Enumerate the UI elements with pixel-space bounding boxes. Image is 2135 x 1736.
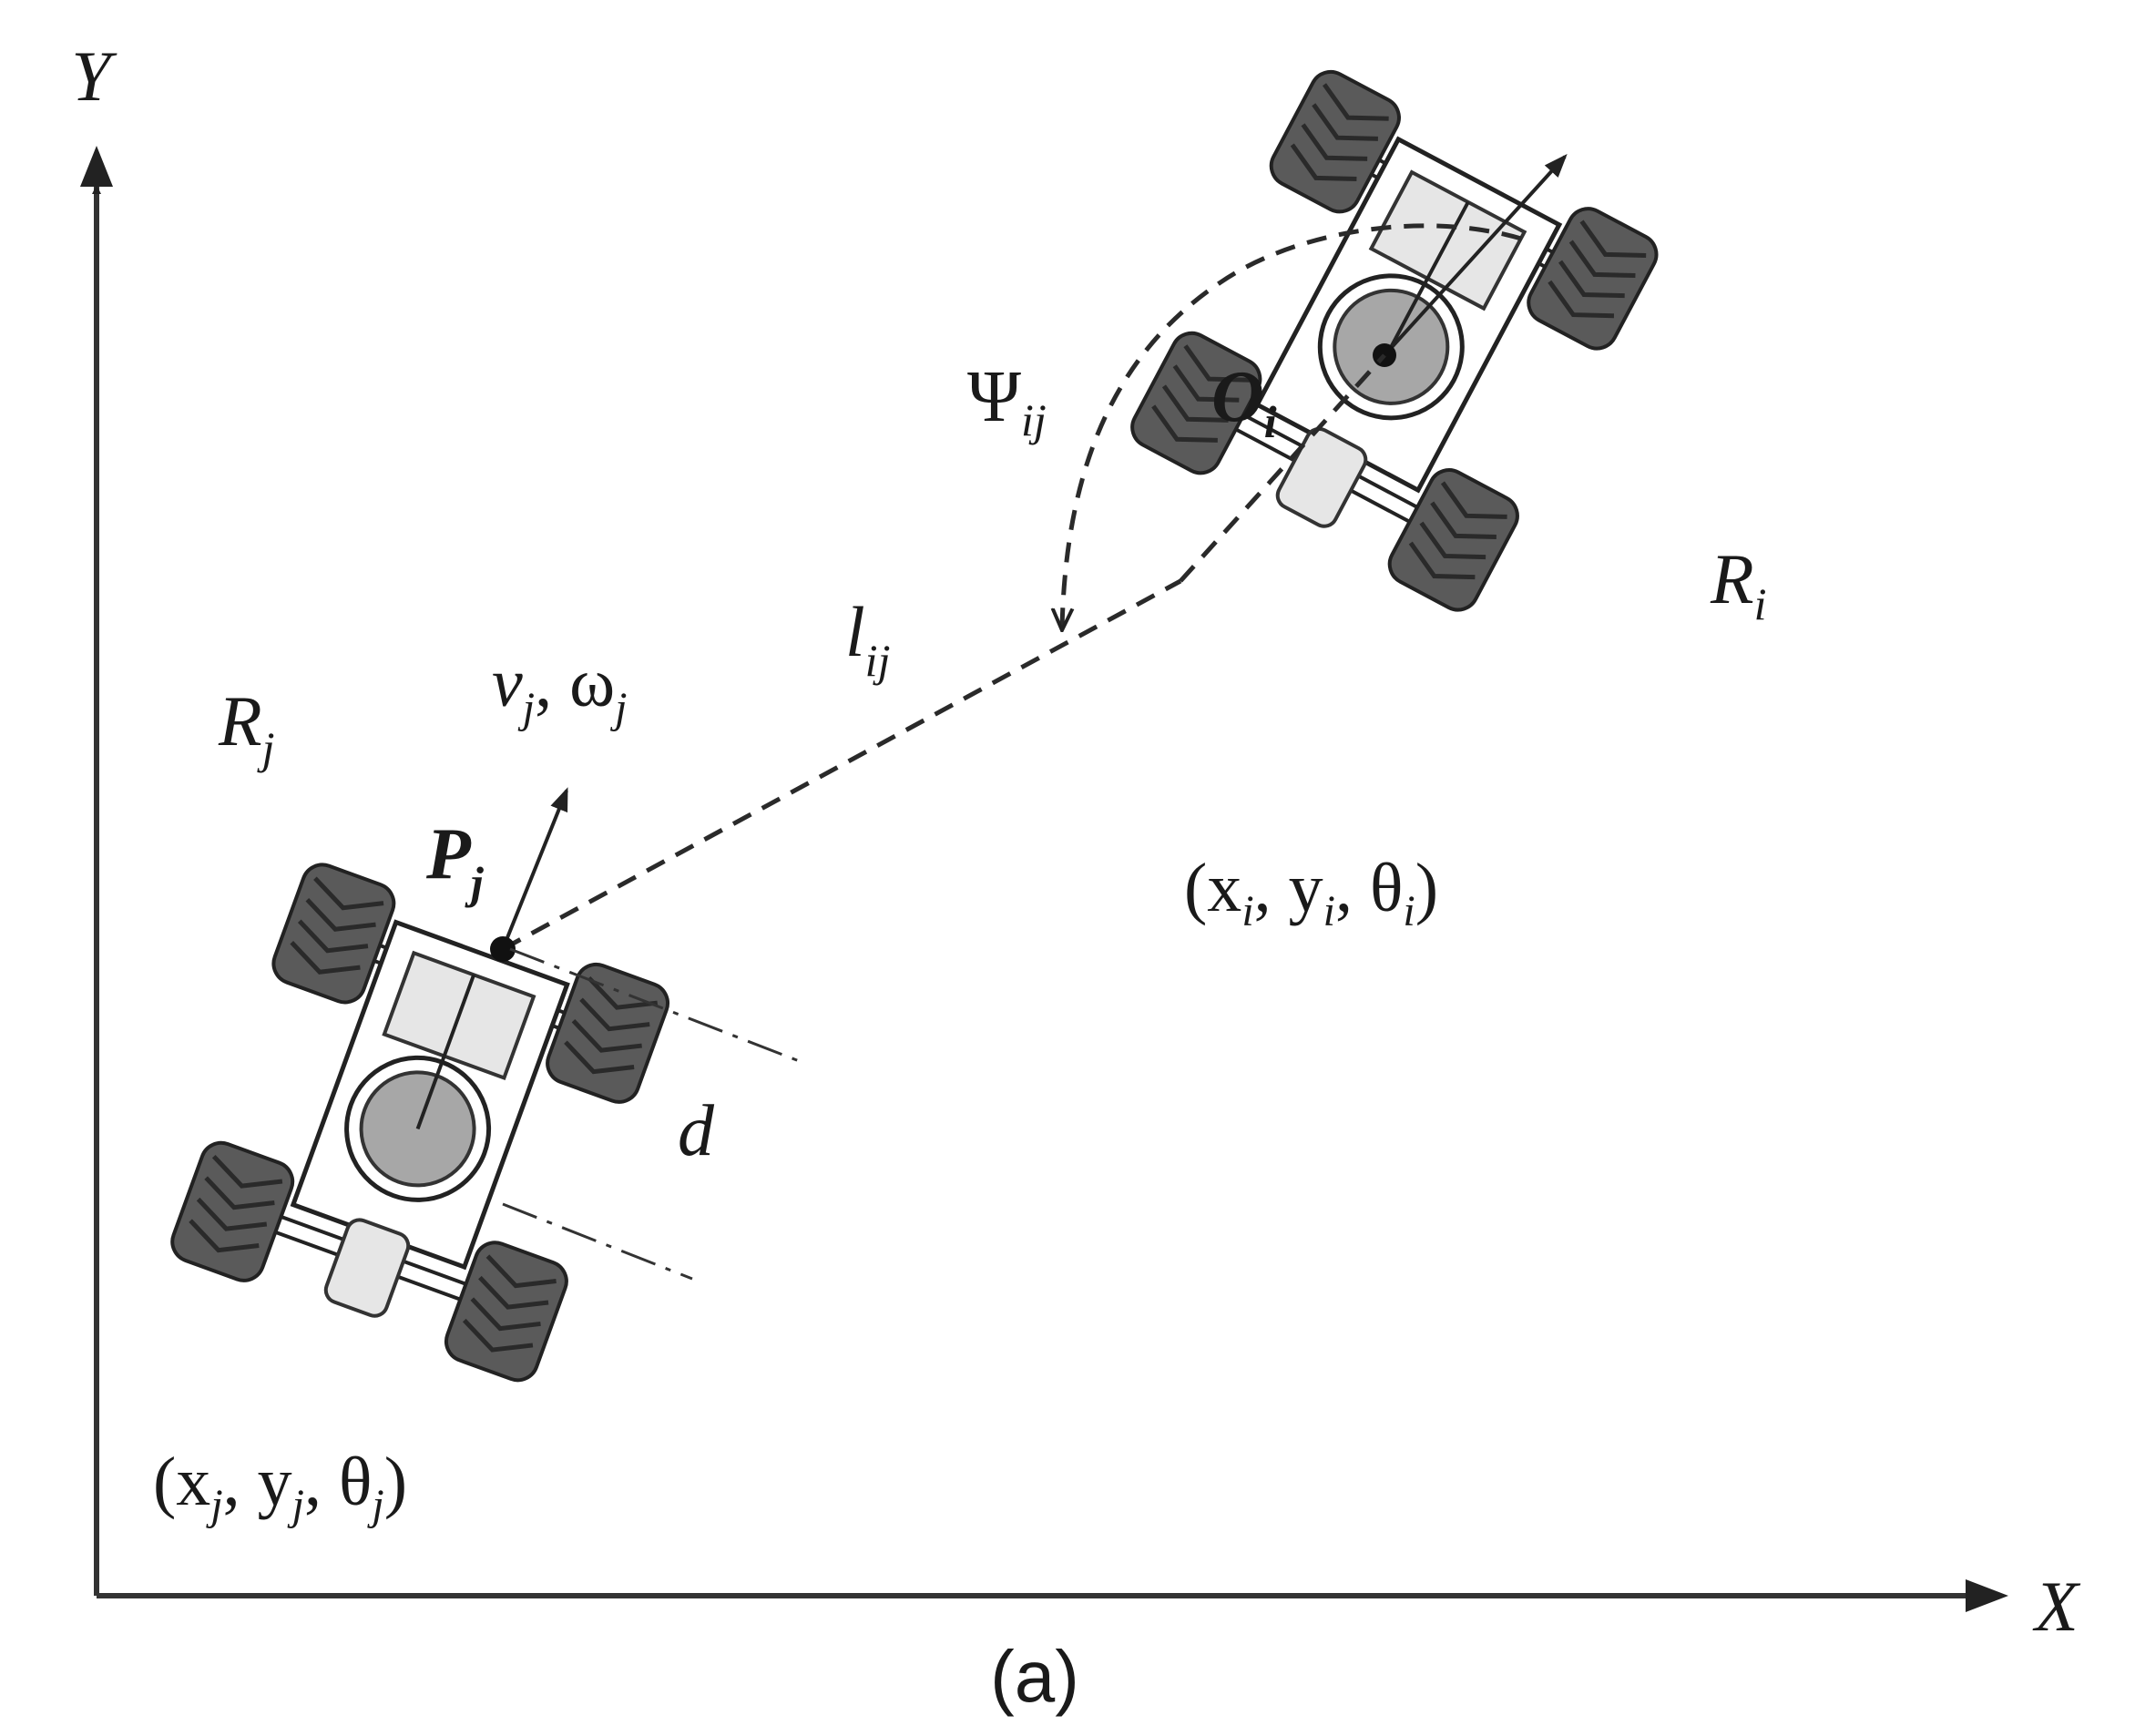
x-axis-label: X: [2032, 1567, 2081, 1646]
robot-i-center-sub: i: [1264, 396, 1277, 447]
robot-j-pose-6: ): [384, 1444, 407, 1520]
robot-i-pose-label: (xi, yi, θi): [1184, 850, 1438, 935]
robot-i-heading-arrow: [1383, 154, 1568, 357]
robot-i-center-label: Oi: [1211, 357, 1277, 447]
robot-i-label-main: R: [1710, 539, 1754, 618]
angle-label-sub: ij: [1021, 394, 1047, 445]
robot-i-pose-2: , y: [1254, 850, 1323, 926]
robot-i-pose-3: i: [1323, 887, 1335, 935]
robot-i-pose-5: i: [1403, 887, 1415, 935]
robot-j-velocity-label: vj, ωj: [492, 645, 627, 732]
distance-line-lij: [501, 578, 1182, 952]
robot-j-vel-0: v: [492, 645, 523, 721]
robot-i-pose-0: (x: [1184, 850, 1241, 926]
distance-label: lij: [845, 592, 890, 686]
y-axis-label: Y: [71, 36, 117, 116]
y-axis-arrowhead: [80, 146, 113, 187]
robot-i-pose-4: , θ: [1335, 850, 1403, 926]
distance-label-main: l: [845, 592, 865, 671]
robot-j: [167, 859, 673, 1385]
robot-j-vel-2: , ω: [535, 645, 615, 721]
robot-j-point-label: Pj: [425, 814, 485, 908]
robot-j-pose-4: , θ: [304, 1444, 372, 1520]
robot-j-point-pj: [490, 936, 516, 962]
distance-label-sub: ij: [865, 635, 891, 686]
robot-j-heading-arrow: [501, 787, 568, 950]
angle-label: Ψij: [967, 357, 1047, 445]
x-axis-arrowhead: [1966, 1579, 2008, 1612]
robot-i: [1125, 65, 1663, 617]
offset-d-label: d: [678, 1091, 715, 1171]
robot-j-label: Rj: [218, 681, 275, 773]
angle-arc-psi: [1062, 223, 1522, 628]
robot-j-point-main: P: [425, 814, 472, 894]
figure-caption: (a): [990, 1636, 1079, 1717]
robot-i-pose-1: i: [1241, 887, 1253, 935]
robot-j-pose-0: (x: [153, 1444, 210, 1520]
robot-j-pose-label: (xj, yj, θj): [153, 1444, 407, 1529]
robot-i-offset-line: [1179, 353, 1386, 583]
offset-d-line-bottom: [502, 1202, 693, 1281]
angle-label-main: Ψ: [967, 357, 1021, 437]
offset-d-line-top: [509, 947, 802, 1064]
robot-j-label-main: R: [218, 681, 262, 761]
robot-i-label: Ri: [1710, 539, 1767, 629]
robot-i-center-main: O: [1211, 357, 1264, 437]
robot-i-label-sub: i: [1754, 578, 1767, 629]
robot-j-pose-2: , y: [223, 1444, 292, 1520]
robot-i-pose-6: ): [1415, 850, 1438, 926]
